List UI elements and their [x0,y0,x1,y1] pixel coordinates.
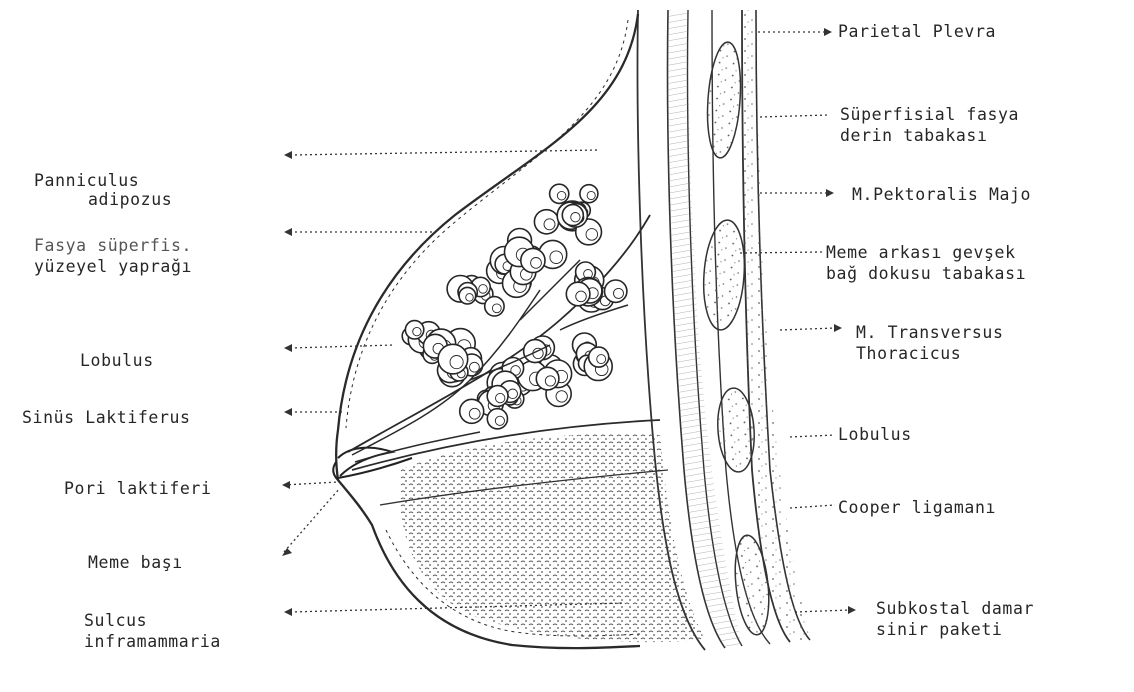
lobule-acinus-inner [496,393,505,402]
label-lobulus-right: Lobulus [838,424,912,445]
label-subkostal-line1: Subkostal damar [876,598,1034,619]
label-meme-arkasi-line1: Meme arkası gevşek [826,242,1016,263]
label-panniculus-line2: adipozus [88,189,172,210]
label-meme-basi: Meme başı [88,552,183,573]
lobule-acinus-inner [576,291,587,302]
lobule-acinus-inner [545,376,555,386]
lobule-acinus-inner [531,258,542,269]
lobule-acinus-inner [495,416,504,425]
lobule-acinus-inner [557,191,566,200]
lobule-acinus-inner [508,389,518,399]
lobule-acinus-inner [492,304,501,313]
lobule-acinus-inner [450,356,463,369]
lobule-clusters [402,184,627,429]
label-meme-arkasi-line2: bağ dokusu tabakası [826,263,1026,284]
label-lobulus-left: Lobulus [80,350,154,371]
label-pektoralis: M.Pektoralis Majo [852,184,1031,205]
label-subkostal-line2: sinir paketi [876,619,1002,640]
lobule-acinus-inner [587,191,595,199]
label-transversus-line1: M. Transversus [856,322,1003,343]
label-fasya-line2: yüzeyel yaprağı [34,256,192,277]
lobule-acinus-inner [614,288,624,298]
label-superfisial-line1: Süperfisial fasya [840,104,1019,125]
lobule-acinus-inner [550,251,563,264]
label-transversus-line2: Thoracicus [856,343,961,364]
label-cooper-ligamani: Cooper ligamanı [838,497,996,518]
label-panniculus-line1: Panniculus [34,170,139,191]
lobule-acinus-inner [479,285,488,294]
lobule-acinus-inner [544,219,555,230]
label-sulcus-line2: inframammaria [84,631,221,652]
lobule-acinus-inner [597,355,606,364]
lobule-acinus-inner [571,213,580,222]
label-pori-laktiferi: Pori laktiferi [64,478,211,499]
lobule-acinus-inner [556,391,567,402]
lobule-acinus-inner [413,327,421,335]
label-fasya-line1: Fasya süperfis. [34,235,192,256]
lobule-acinus-inner [466,294,474,302]
label-superfisial-line2: derin tabakası [840,125,987,146]
lobule-acinus-inner [469,408,480,419]
label-parietal-plevra: Parietal Plevra [838,21,996,42]
lobule-acinus-inner [586,229,598,241]
label-sinus-laktiferus: Sinüs Laktiferus [22,407,191,428]
lobule-acinus-inner [470,362,480,372]
label-sulcus-line1: Sulcus [84,610,147,631]
